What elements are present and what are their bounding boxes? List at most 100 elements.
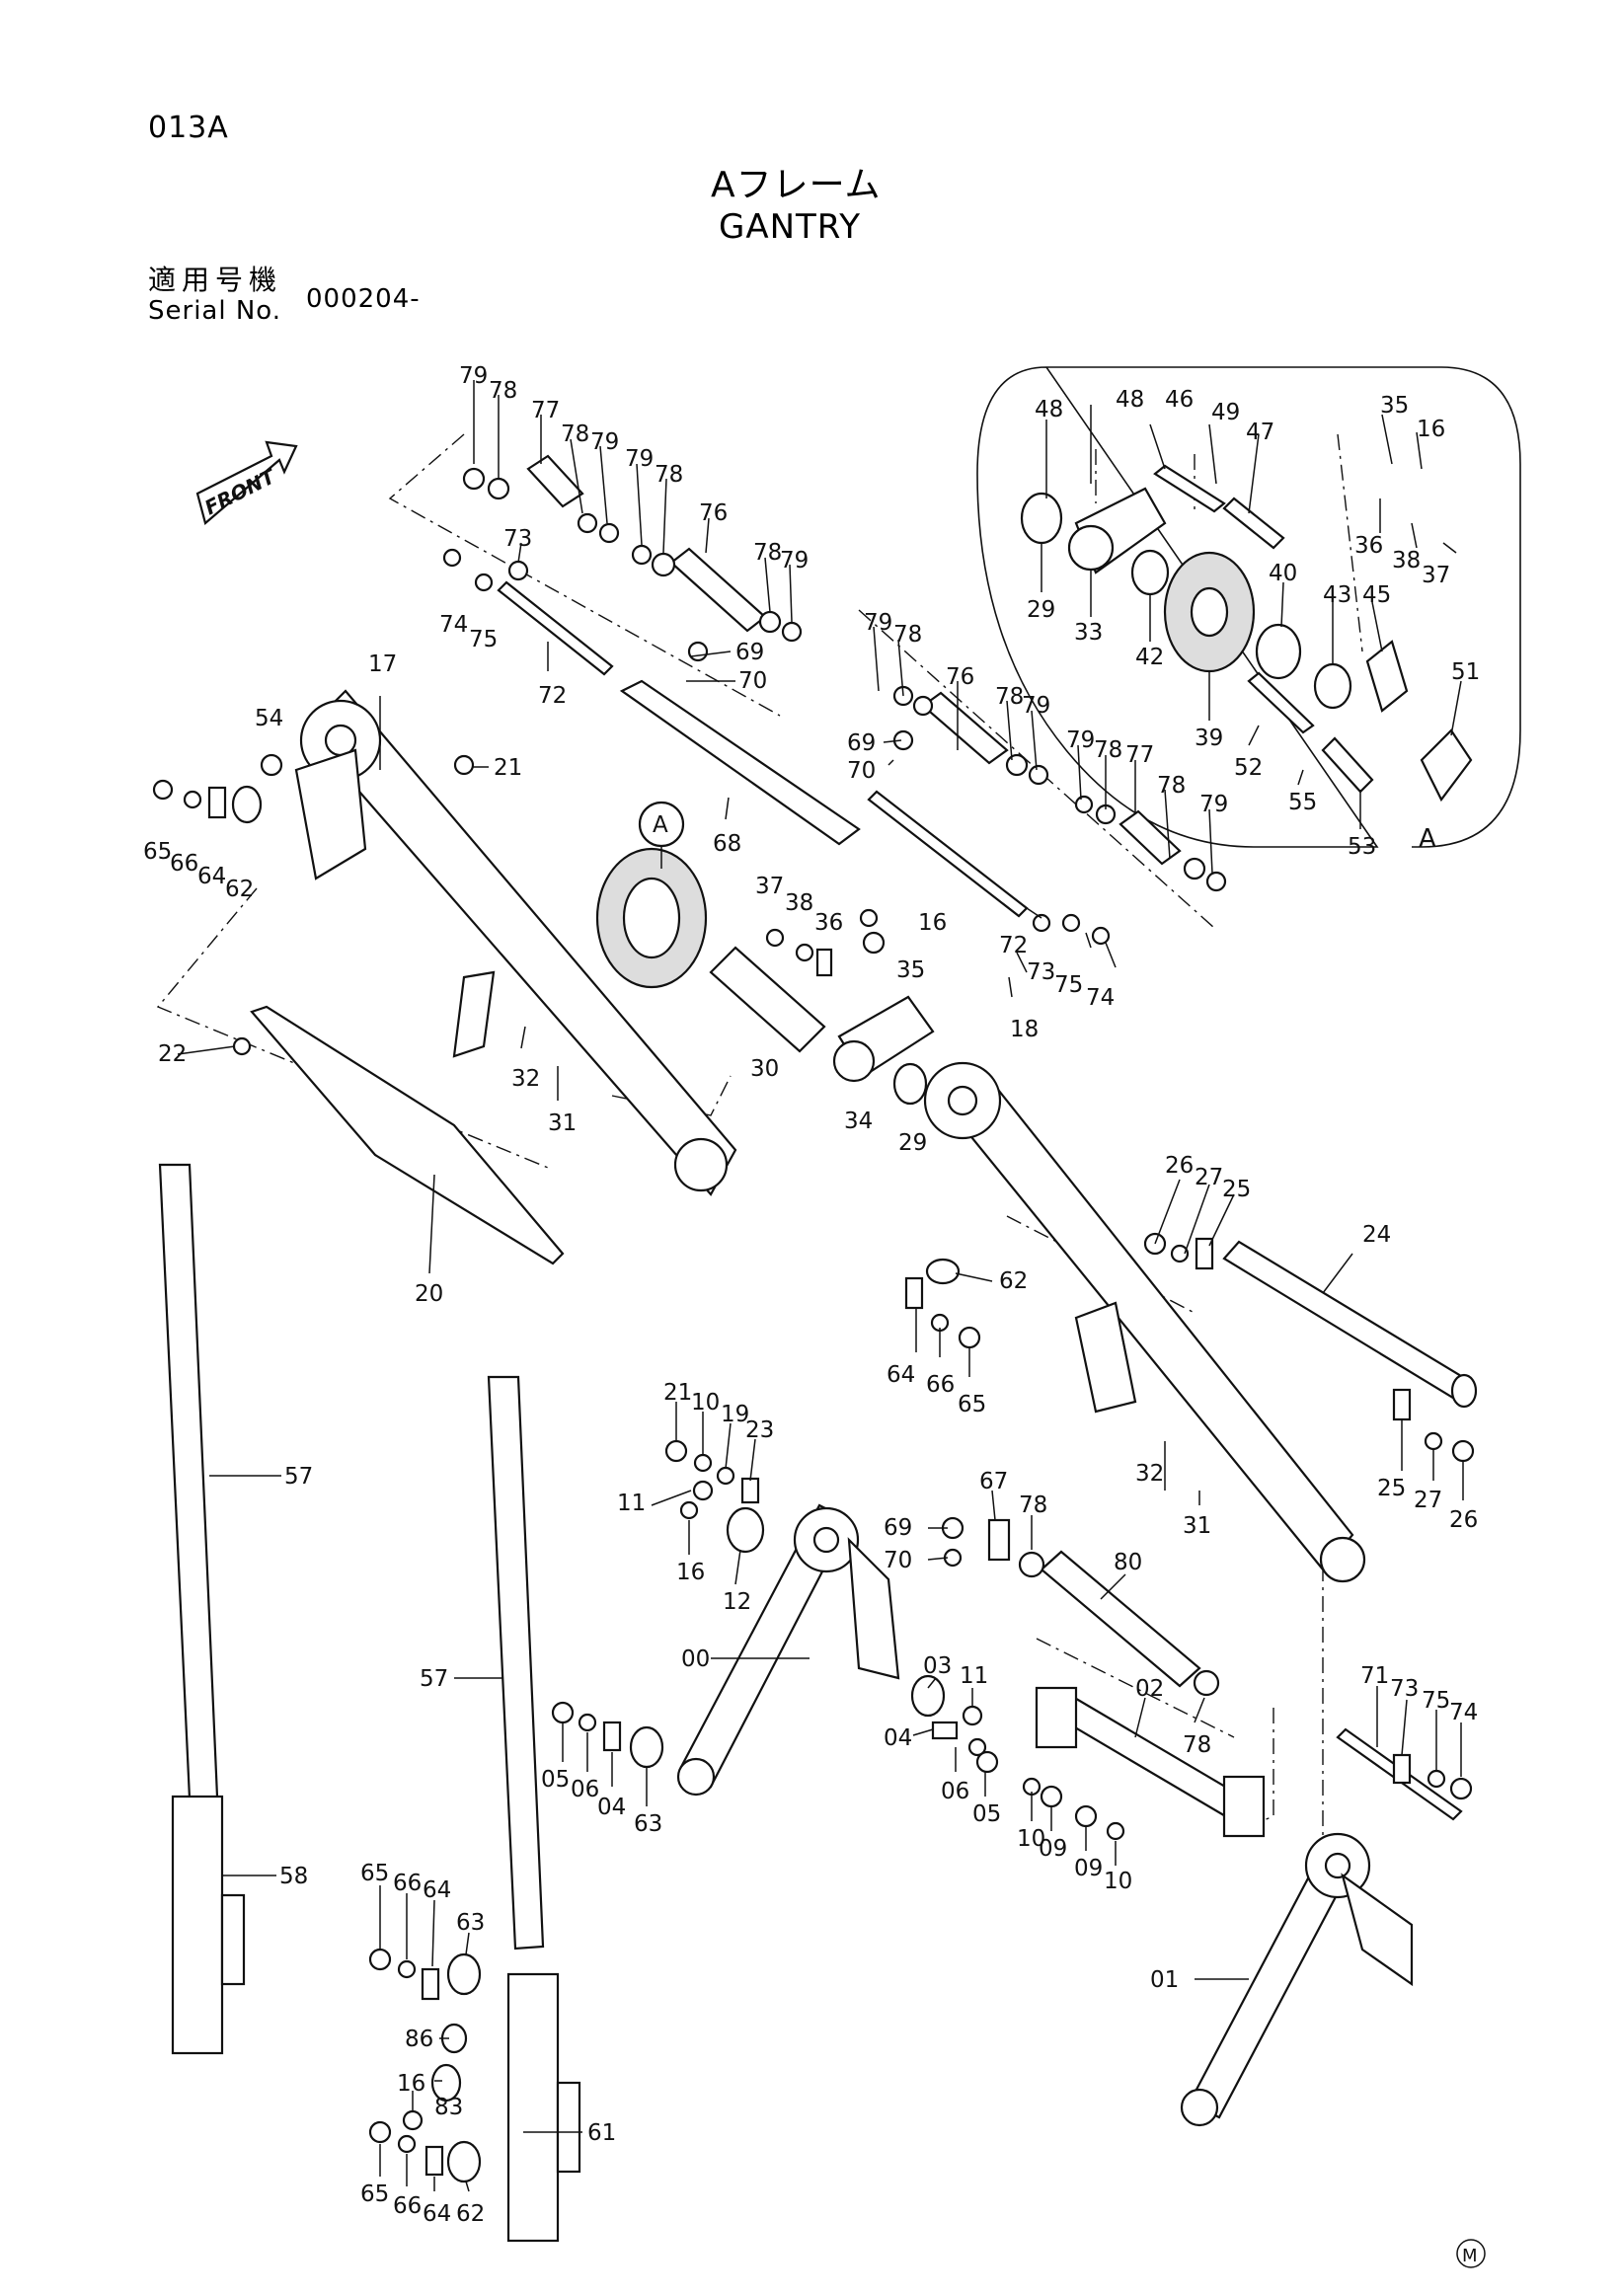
- serial-number-value: 000204-: [306, 284, 421, 314]
- callout-label: 43: [1323, 582, 1351, 608]
- callout-label: 20: [415, 1281, 443, 1307]
- callout-label: 78: [753, 540, 782, 566]
- side-plate-20: [250, 1005, 565, 1265]
- callout-label: 31: [548, 1110, 577, 1136]
- callout-label: 72: [999, 933, 1028, 958]
- strut-57-left: [158, 1163, 219, 1800]
- callout-label: 36: [1354, 533, 1383, 559]
- callout-label: 05: [541, 1767, 570, 1793]
- callout-numbers: 79 78 77 78 79 79 78 76 78 79 73 74 75 7…: [143, 363, 1480, 2227]
- callout-label: 38: [1392, 548, 1421, 574]
- beam-02: [1035, 1686, 1266, 1838]
- callout-label: 79: [780, 548, 809, 574]
- callout-label: 78: [489, 378, 517, 404]
- callout-label: 40: [1269, 561, 1297, 586]
- callout-label: 58: [279, 1864, 308, 1889]
- callout-label: 10: [1104, 1869, 1132, 1894]
- callout-label: 16: [918, 910, 947, 936]
- callout-label: 49: [1211, 400, 1240, 425]
- front-frame-01: [1180, 1832, 1414, 2127]
- callout-label: 51: [1451, 659, 1480, 685]
- front-frame-00: [676, 1503, 900, 1797]
- callout-label: 73: [1027, 959, 1055, 985]
- callout-label: 83: [434, 2095, 463, 2120]
- callout-label: 16: [676, 1560, 705, 1585]
- callout-label: 78: [893, 622, 922, 648]
- sleeve-76-right: [921, 691, 1009, 765]
- callout-label: 01: [1150, 1967, 1179, 1993]
- callout-label: 79: [1199, 792, 1228, 817]
- callout-label: 27: [1195, 1165, 1223, 1190]
- callout-label: 76: [699, 500, 728, 526]
- leader-lines: [177, 380, 1464, 2192]
- callout-label: 73: [1390, 1676, 1419, 1702]
- callout-label: 67: [979, 1469, 1008, 1494]
- callout-label: 79: [1022, 693, 1050, 719]
- frame-18: [923, 1061, 1366, 1583]
- callout-label: 69: [847, 730, 876, 756]
- callout-label: 29: [1027, 597, 1055, 623]
- callout-label: 71: [1360, 1663, 1389, 1689]
- callout-label: 26: [1165, 1153, 1194, 1179]
- callout-label: 26: [1449, 1507, 1478, 1533]
- frame-17: [294, 689, 737, 1196]
- callout-label: 46: [1165, 387, 1194, 413]
- callout-label: 04: [597, 1795, 626, 1820]
- callout-label: 72: [538, 683, 567, 709]
- callout-label: 78: [995, 684, 1024, 710]
- sleeve-76-upper: [669, 547, 767, 633]
- callout-label: 29: [898, 1130, 927, 1156]
- callout-label: 31: [1183, 1513, 1211, 1539]
- callout-label: 86: [405, 2027, 433, 2052]
- callout-label: 35: [1380, 393, 1409, 419]
- callout-label: 80: [1114, 1550, 1142, 1575]
- callout-label: 54: [255, 706, 283, 731]
- callout-label: 36: [814, 910, 843, 936]
- callout-label: 47: [1246, 420, 1274, 445]
- callout-label: 77: [531, 398, 560, 423]
- callout-label: 21: [663, 1380, 692, 1406]
- hardware-fasteners: [152, 467, 1475, 2183]
- detail-a-enclosure: [976, 366, 1521, 848]
- callout-label: 16: [397, 2071, 425, 2097]
- callout-label: 34: [844, 1109, 873, 1134]
- callout-label: 75: [1054, 972, 1083, 998]
- shaft-72-right: [867, 790, 1029, 918]
- callout-label: 70: [847, 758, 876, 784]
- callout-label: 78: [1157, 773, 1186, 799]
- callout-label: 75: [469, 627, 498, 652]
- callout-label: 38: [785, 890, 813, 916]
- callout-label: 48: [1116, 387, 1144, 413]
- callout-label: 25: [1377, 1476, 1406, 1501]
- callout-label: 57: [284, 1464, 313, 1490]
- bar-68: [619, 679, 861, 846]
- callout-label: 11: [617, 1491, 646, 1516]
- callout-label: 00: [681, 1646, 710, 1672]
- callout-label: 78: [1094, 737, 1122, 763]
- callout-label: 52: [1234, 755, 1263, 781]
- callout-label: 65: [360, 1861, 389, 1886]
- callout-label: 32: [1135, 1461, 1164, 1487]
- callout-label: 09: [1039, 1836, 1067, 1862]
- callout-label: 06: [571, 1777, 599, 1802]
- callout-label: 64: [887, 1362, 915, 1388]
- callout-label: 66: [393, 2193, 422, 2219]
- callout-label: 65: [143, 839, 172, 865]
- callout-label: 62: [456, 2201, 485, 2227]
- callout-label: 04: [884, 1725, 912, 1751]
- callout-label: 55: [1288, 790, 1317, 815]
- callout-label: 70: [884, 1548, 912, 1573]
- callout-label: 77: [1125, 742, 1154, 768]
- callout-label: 48: [1035, 397, 1063, 422]
- callout-label: 02: [1135, 1676, 1164, 1702]
- callout-label: 11: [960, 1663, 988, 1689]
- callout-label: 79: [1066, 727, 1095, 753]
- callout-label: 12: [723, 1589, 751, 1615]
- pulley-assembly-a: A: [595, 801, 708, 989]
- callout-label: 05: [972, 1801, 1001, 1827]
- callout-label: 66: [926, 1372, 955, 1398]
- front-arrow-icon: FRONT: [195, 440, 298, 525]
- callout-label: 23: [745, 1417, 774, 1443]
- callout-label: 74: [439, 612, 468, 638]
- callout-label: 63: [456, 1910, 485, 1936]
